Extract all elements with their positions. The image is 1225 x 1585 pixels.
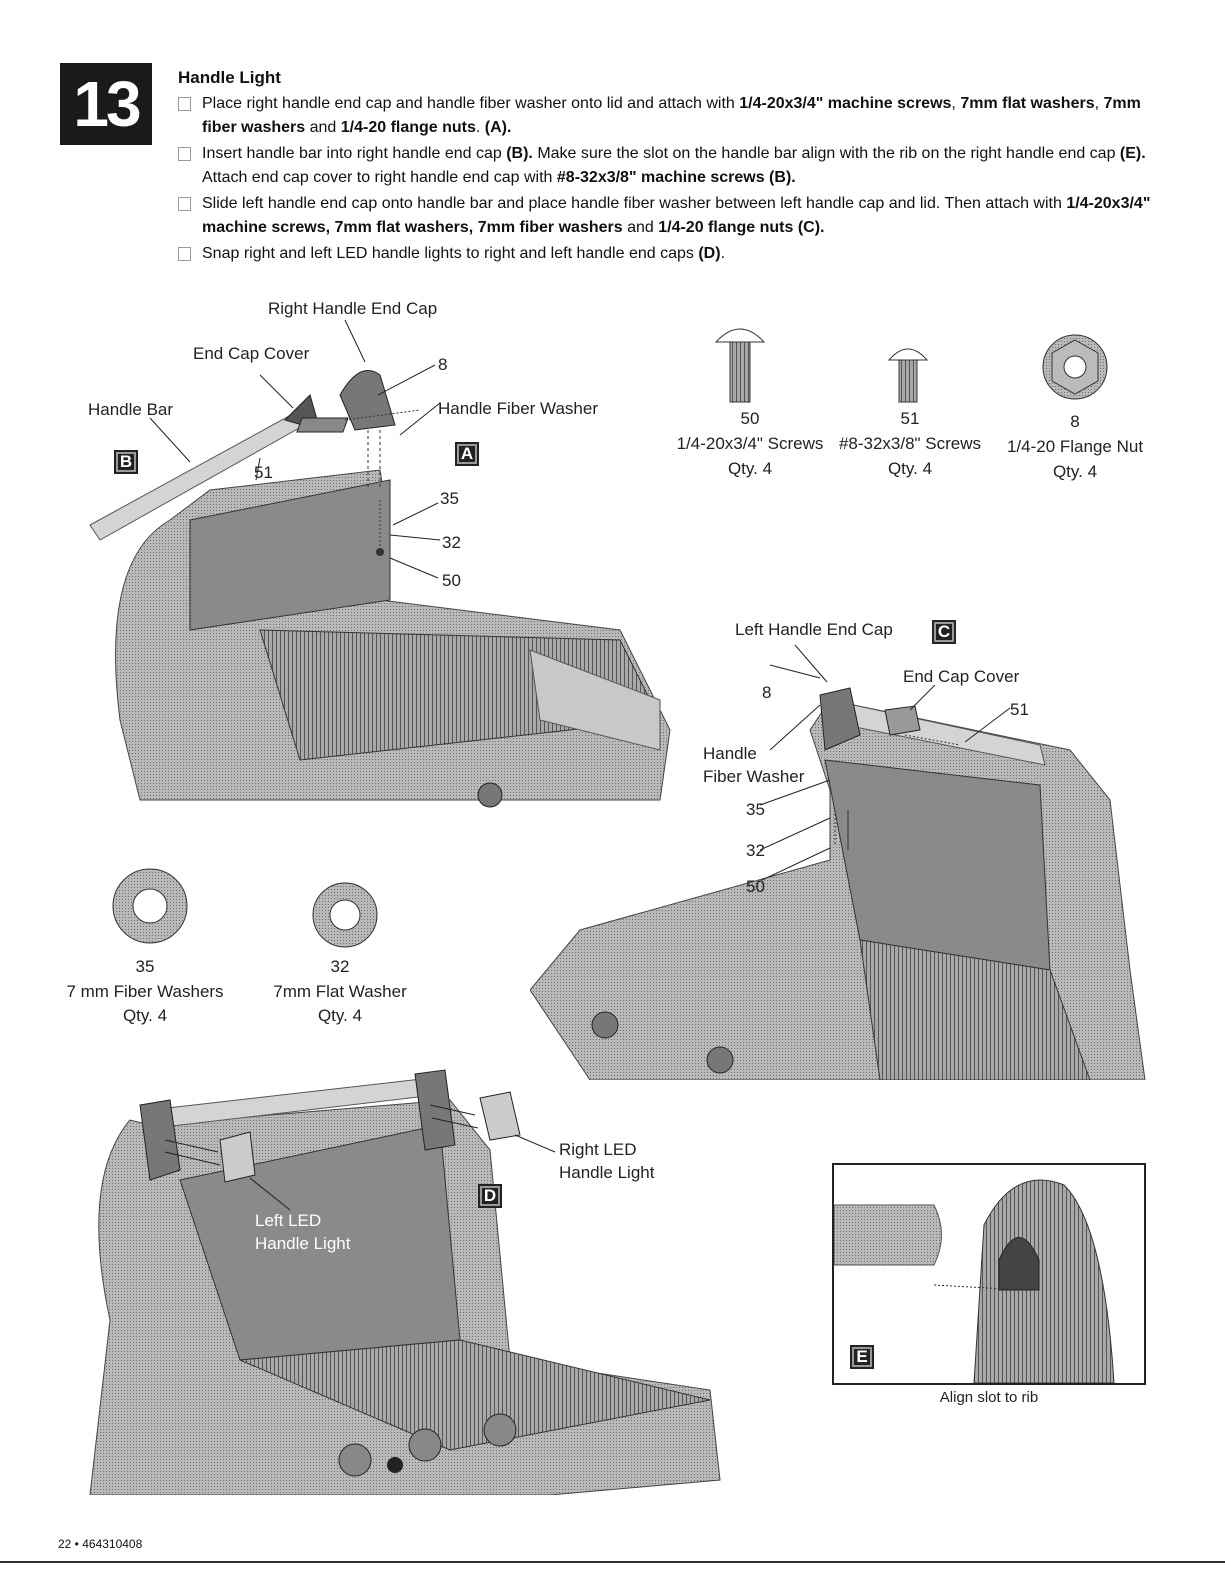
instruction-text: and bbox=[622, 219, 659, 236]
label-left-led-line2: Handle Light bbox=[255, 1234, 351, 1253]
figure-letter-c: C bbox=[932, 620, 956, 644]
hardware-32-qty: Qty. 4 bbox=[317, 1006, 363, 1025]
instruction-text: (B). bbox=[506, 145, 533, 162]
label-end-cap-cover: End Cap Cover bbox=[193, 344, 310, 363]
instruction-text: (E). bbox=[1119, 145, 1146, 162]
part-number-51-c: 51 bbox=[1010, 700, 1029, 719]
checkbox-icon bbox=[178, 247, 191, 261]
hardware-50-number: 50 bbox=[740, 409, 760, 428]
instruction-text: 1/4-20x3/4" machine screws, 7mm flat was… bbox=[202, 195, 1151, 236]
detail-e-box: E bbox=[832, 1163, 1146, 1385]
label-handle-fiber-washer: Handle Fiber Washer bbox=[438, 399, 598, 418]
instruction-text: (D) bbox=[698, 245, 721, 262]
instruction-step: Insert handle bar into right handle end … bbox=[178, 142, 1158, 190]
instruction-step: Slide left handle end cap onto handle ba… bbox=[178, 192, 1158, 240]
hardware-35-desc: 7 mm Fiber Washers bbox=[66, 982, 224, 1001]
figure-letter-e: E bbox=[850, 1345, 874, 1369]
hardware-50-desc: 1/4-20x3/4" Screws bbox=[676, 434, 824, 453]
fiber-washer-35-icon bbox=[112, 868, 188, 944]
detail-e-caption: Align slot to rib bbox=[939, 1389, 1039, 1406]
hardware-8-number: 8 bbox=[1070, 412, 1080, 431]
checkbox-icon bbox=[178, 97, 191, 111]
instruction-text: (A). bbox=[484, 119, 512, 136]
checkbox-icon bbox=[178, 147, 191, 161]
hardware-51-desc: #8-32x3/8" Screws bbox=[838, 434, 982, 453]
part-number-8: 8 bbox=[438, 355, 448, 374]
instruction-text: , bbox=[951, 95, 961, 112]
part-number-32: 32 bbox=[442, 533, 461, 552]
instruction-text: , bbox=[1094, 95, 1104, 112]
label-handle-c: Handle bbox=[703, 744, 757, 763]
part-number-51: 51 bbox=[254, 463, 273, 482]
section-title: Handle Light bbox=[178, 68, 281, 87]
label-right-handle-end-cap: Right Handle End Cap bbox=[268, 299, 438, 318]
instruction-text: Make sure the slot on the handle bar ali… bbox=[532, 145, 1120, 162]
part-number-32-c: 32 bbox=[746, 841, 765, 860]
instruction-text: . bbox=[475, 119, 485, 136]
instruction-text: 7mm flat washers bbox=[960, 95, 1095, 112]
part-number-8-c: 8 bbox=[762, 683, 772, 702]
hardware-32-number: 32 bbox=[330, 957, 350, 976]
instruction-text: 7mm fiber washers bbox=[202, 95, 1141, 136]
hardware-8-desc: 1/4-20 Flange Nut bbox=[1006, 437, 1144, 456]
figure-letter-a: A bbox=[455, 442, 479, 466]
label-right-led-line1: Right LED bbox=[559, 1140, 637, 1159]
flat-washer-32-icon bbox=[312, 882, 378, 948]
grill-illustration-c bbox=[530, 644, 1146, 1080]
instruction-text: Snap right and left LED handle lights to… bbox=[202, 245, 699, 262]
bottom-rule bbox=[0, 1561, 1225, 1563]
instruction-text: and bbox=[305, 119, 341, 136]
screw-50-icon bbox=[714, 328, 766, 403]
instruction-text: Insert handle bar into right handle end … bbox=[202, 145, 507, 162]
page-footer: 22 • 464310408 bbox=[58, 1537, 143, 1551]
hardware-50-qty: Qty. 4 bbox=[727, 459, 773, 478]
part-number-50: 50 bbox=[442, 571, 461, 590]
label-right-led-line2: Handle Light bbox=[559, 1163, 655, 1182]
hardware-51-number: 51 bbox=[900, 409, 920, 428]
hardware-32-desc: 7mm Flat Washer bbox=[273, 982, 407, 1001]
label-handle-bar: Handle Bar bbox=[88, 400, 174, 419]
hardware-35-number: 35 bbox=[135, 957, 155, 976]
instruction-text: 1/4-20x3/4" machine screws bbox=[739, 95, 952, 112]
instruction-list: Place right handle end cap and handle fi… bbox=[178, 92, 1158, 268]
figure-letter-b: B bbox=[114, 450, 138, 474]
label-left-led-line1: Left LED bbox=[255, 1211, 322, 1230]
screw-51-icon bbox=[887, 348, 929, 403]
figure-letter-d: D bbox=[478, 1184, 502, 1208]
instruction-text: 1/4-20 flange nuts bbox=[340, 119, 476, 136]
instruction-text: Attach end cap cover to right handle end… bbox=[202, 169, 557, 186]
instruction-text: . bbox=[720, 245, 726, 262]
instruction-step: Place right handle end cap and handle fi… bbox=[178, 92, 1158, 140]
label-left-handle-end-cap: Left Handle End Cap bbox=[735, 620, 893, 639]
flange-nut-icon bbox=[1042, 334, 1108, 400]
instruction-text: Slide left handle end cap onto handle ba… bbox=[202, 195, 1067, 212]
instruction-text: 1/4-20 flange nuts (C). bbox=[658, 219, 825, 236]
instruction-step: Snap right and left LED handle lights to… bbox=[178, 242, 1158, 266]
label-end-cap-cover-c: End Cap Cover bbox=[903, 667, 1020, 686]
checkbox-icon bbox=[178, 197, 191, 211]
instruction-text: Place right handle end cap and handle fi… bbox=[202, 95, 740, 112]
slot-rib-detail bbox=[834, 1179, 1115, 1383]
hardware-35-qty: Qty. 4 bbox=[122, 1006, 168, 1025]
part-number-35: 35 bbox=[440, 489, 459, 508]
label-fiber-washer-c: Fiber Washer bbox=[703, 767, 805, 786]
grill-illustration-b bbox=[89, 319, 671, 808]
hardware-51-qty: Qty. 4 bbox=[887, 459, 933, 478]
step-number-badge: 13 bbox=[60, 63, 152, 145]
part-number-35-c: 35 bbox=[746, 800, 765, 819]
hardware-8-qty: Qty. 4 bbox=[1052, 462, 1098, 481]
part-number-50-c: 50 bbox=[746, 877, 765, 896]
grill-illustration-d bbox=[89, 1069, 721, 1495]
instruction-text: #8-32x3/8" machine screws (B). bbox=[556, 169, 796, 186]
